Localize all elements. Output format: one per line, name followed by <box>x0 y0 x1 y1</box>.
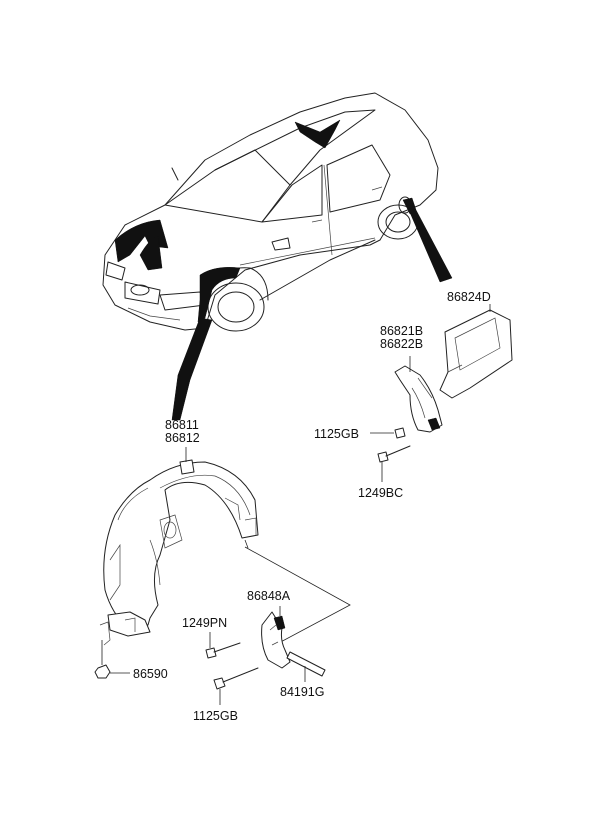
label-86812: 86812 <box>165 431 200 445</box>
fender-liner-part <box>99 459 259 646</box>
strip-84191G <box>286 651 326 682</box>
label-84191G: 84191G <box>280 685 324 699</box>
panel-86824D <box>439 304 513 399</box>
callout-wedge-rear <box>407 207 453 283</box>
label-86848A: 86848A <box>247 589 291 603</box>
bolt-1125GB-rear <box>370 427 406 439</box>
label-1249BC: 1249BC <box>358 486 403 500</box>
bolt-1249PN <box>205 632 241 659</box>
bracket-line <box>244 546 351 646</box>
callout-wedge-front <box>171 317 213 421</box>
label-1249PN: 1249PN <box>182 616 227 630</box>
label-86811: 86811 <box>165 418 199 432</box>
label-86821B: 86821B <box>380 324 423 338</box>
car-illustration <box>102 92 439 332</box>
bolt-1125GB-bottom <box>213 667 259 705</box>
mudflap-part <box>261 606 291 669</box>
fastener-86590 <box>94 640 130 679</box>
label-86824D: 86824D <box>447 290 491 304</box>
rear-liner-part <box>394 356 443 433</box>
label-1125GB-rear: 1125GB <box>314 427 359 441</box>
label-1125GB-bottom: 1125GB <box>193 709 238 723</box>
label-86590: 86590 <box>133 667 168 681</box>
label-86822B: 86822B <box>380 337 423 351</box>
bolt-1249BC <box>377 445 411 482</box>
